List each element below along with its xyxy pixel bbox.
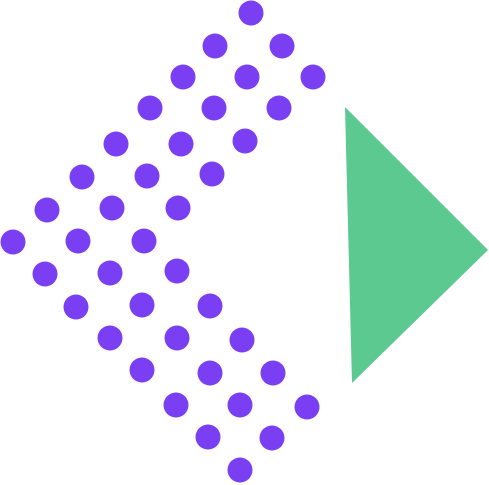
dot <box>199 161 225 187</box>
dot <box>34 197 60 223</box>
dot <box>227 457 253 483</box>
dot <box>234 64 260 90</box>
dot <box>32 261 58 287</box>
dot <box>165 195 191 221</box>
dot <box>131 228 157 254</box>
dot <box>195 424 221 450</box>
triangle-icon <box>345 107 488 383</box>
dot <box>260 360 286 386</box>
dot <box>69 164 95 190</box>
dot <box>259 425 285 451</box>
dot <box>202 33 228 59</box>
dot <box>269 33 295 59</box>
dot <box>294 394 320 420</box>
dot <box>0 229 26 255</box>
dot <box>227 392 253 418</box>
dot <box>134 163 160 189</box>
dot <box>99 195 125 221</box>
dot <box>238 0 264 26</box>
dot <box>170 64 196 90</box>
dot <box>266 95 292 121</box>
dot <box>164 325 190 351</box>
dotted-chevron <box>0 0 326 483</box>
dot <box>201 95 227 121</box>
dot <box>97 325 123 351</box>
dot <box>168 131 194 157</box>
dot <box>232 128 258 154</box>
dot <box>300 64 326 90</box>
dot <box>163 392 189 418</box>
dot <box>97 260 123 286</box>
dot <box>129 357 155 383</box>
dot <box>63 294 89 320</box>
dot <box>129 292 155 318</box>
dot <box>164 258 190 284</box>
dot <box>65 228 91 254</box>
dot <box>197 360 223 386</box>
dot <box>103 131 129 157</box>
dot <box>229 327 255 353</box>
dot <box>197 293 223 319</box>
dot <box>137 95 163 121</box>
